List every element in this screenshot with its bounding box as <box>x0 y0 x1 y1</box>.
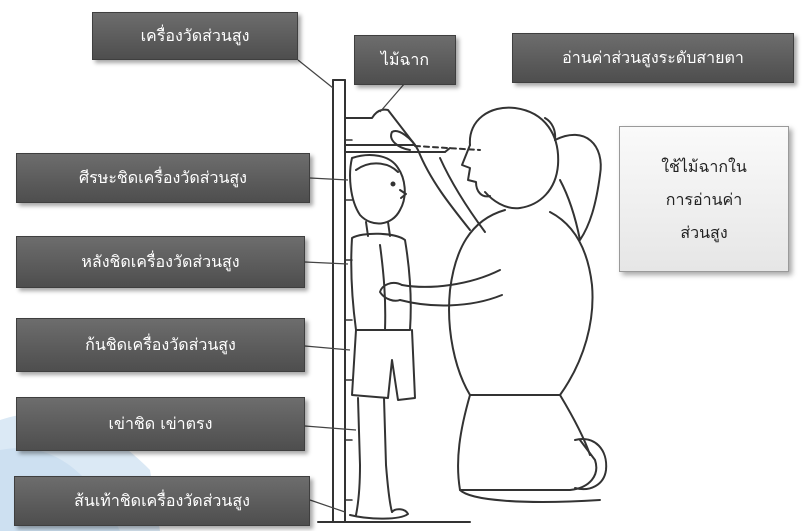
callout-line-2: การอ่านค่า <box>665 189 743 209</box>
connector-lines <box>297 59 406 513</box>
label-head-touch: ศีรษะชิดเครื่องวัดส่วนสูง <box>16 153 310 203</box>
child-figure <box>349 154 416 520</box>
callout-box: ใช้ไม้ฉากใน การอ่านค่า ส่วนสูง <box>619 126 789 272</box>
height-meter-pole <box>317 79 471 523</box>
adult-figure <box>379 106 608 503</box>
label-eye-level: อ่านค่าส่วนสูงระดับสายตา <box>512 33 794 83</box>
callout-line-1: ใช้ไม้ฉากใน <box>661 156 747 176</box>
label-buttocks-touch: ก้นชิดเครื่องวัดส่วนสูง <box>16 318 305 372</box>
label-head-board: ไม้ฉาก <box>354 35 456 85</box>
label-heels-touch: ส้นเท้าชิดเครื่องวัดส่วนสูง <box>14 476 310 526</box>
label-back-touch: หลังชิดเครื่องวัดส่วนสูง <box>16 236 305 288</box>
label-height-meter: เครื่องวัดส่วนสูง <box>92 12 298 60</box>
label-knees: เข่าชิด เข่าตรง <box>16 397 305 451</box>
callout-line-3: ส่วนสูง <box>680 222 728 242</box>
